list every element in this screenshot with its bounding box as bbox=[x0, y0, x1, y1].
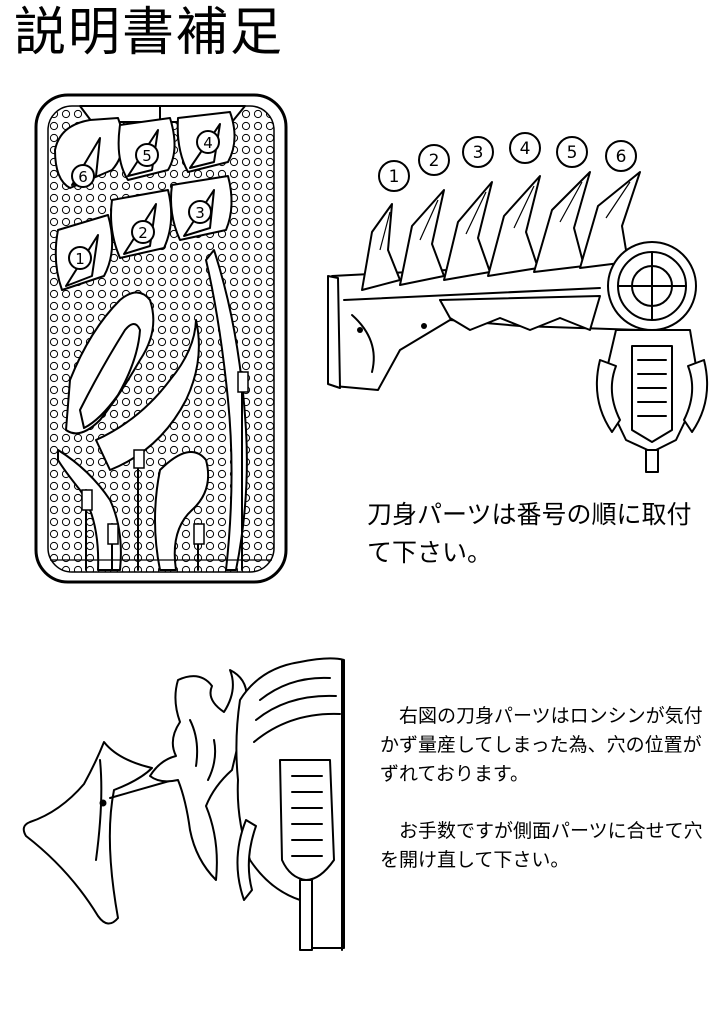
sprue-frame-drawing bbox=[34, 93, 288, 584]
sprue-label-3: 3 bbox=[188, 200, 212, 224]
svg-text:2: 2 bbox=[138, 224, 148, 242]
hole-repositioning-drawing bbox=[22, 657, 345, 951]
hole-notice-paragraph-2: お手数ですが側面パーツに合せて穴を開け直して下さい。 bbox=[380, 820, 703, 871]
sprue-label-4: 4 bbox=[196, 130, 220, 154]
sprue-label-1: 1 bbox=[68, 246, 92, 270]
page-title: 説明書補足 bbox=[14, 3, 285, 63]
svg-text:4: 4 bbox=[520, 139, 531, 159]
svg-text:5: 5 bbox=[567, 143, 578, 163]
blade-order-note: 刀身パーツは番号の順に取付て下さい。 bbox=[367, 500, 692, 567]
assembly-label-5: 5 bbox=[556, 136, 588, 168]
svg-text:1: 1 bbox=[389, 167, 400, 187]
svg-text:1: 1 bbox=[75, 250, 85, 268]
assembled-blade-drawing bbox=[327, 171, 709, 473]
svg-text:4: 4 bbox=[203, 134, 213, 152]
svg-text:3: 3 bbox=[473, 143, 484, 163]
hole-notice-paragraph-1: 右図の刀身パーツはロンシンが気付かず量産してしまった為、穴の位置がずれております… bbox=[380, 705, 703, 785]
assembly-label-1: 1 bbox=[378, 160, 410, 192]
svg-text:6: 6 bbox=[78, 168, 88, 186]
svg-text:3: 3 bbox=[195, 204, 205, 222]
svg-text:2: 2 bbox=[429, 151, 440, 171]
sprue-label-5: 5 bbox=[135, 143, 159, 167]
svg-text:6: 6 bbox=[616, 147, 627, 167]
assembly-label-6: 6 bbox=[605, 140, 637, 172]
svg-text:5: 5 bbox=[142, 147, 152, 165]
assembly-label-4: 4 bbox=[509, 132, 541, 164]
sprue-label-6: 6 bbox=[71, 164, 95, 188]
hole-notice: 右図の刀身パーツはロンシンが気付かず量産してしまった為、穴の位置がずれております… bbox=[380, 702, 710, 875]
assembly-label-2: 2 bbox=[418, 144, 450, 176]
assembly-label-3: 3 bbox=[462, 136, 494, 168]
sprue-label-2: 2 bbox=[131, 220, 155, 244]
